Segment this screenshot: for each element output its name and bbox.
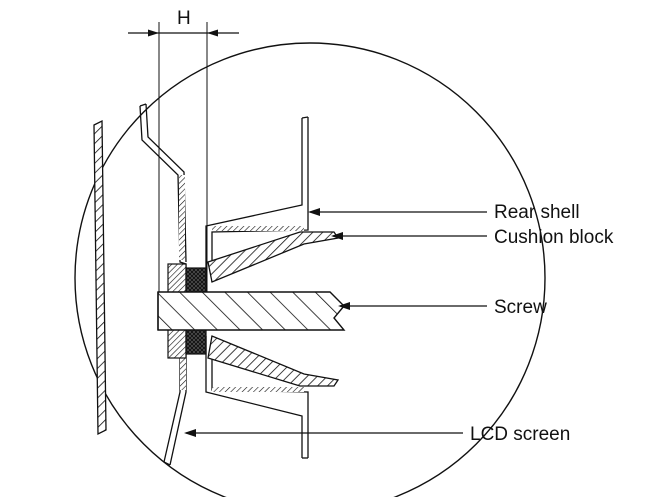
detail-circle	[74, 42, 546, 502]
dimension-h	[128, 22, 239, 300]
lcd-screen-hatch	[179, 175, 185, 260]
label-rear-shell: Rear shell	[494, 202, 580, 223]
label-screw: Screw	[494, 297, 547, 318]
rear-shell-hatch-bottom	[212, 387, 304, 392]
lcd-screen-hatch-lower	[180, 342, 186, 390]
rear-shell	[205, 116, 309, 459]
label-lcd-screen: LCD screen	[470, 424, 570, 445]
front-panel	[93, 119, 107, 436]
label-cushion-block: Cushion block	[494, 227, 614, 248]
leader-lines	[184, 208, 487, 437]
dimension-h-label: H	[177, 8, 191, 29]
rear-shell-hatch-top	[212, 226, 304, 231]
screw	[157, 291, 346, 331]
